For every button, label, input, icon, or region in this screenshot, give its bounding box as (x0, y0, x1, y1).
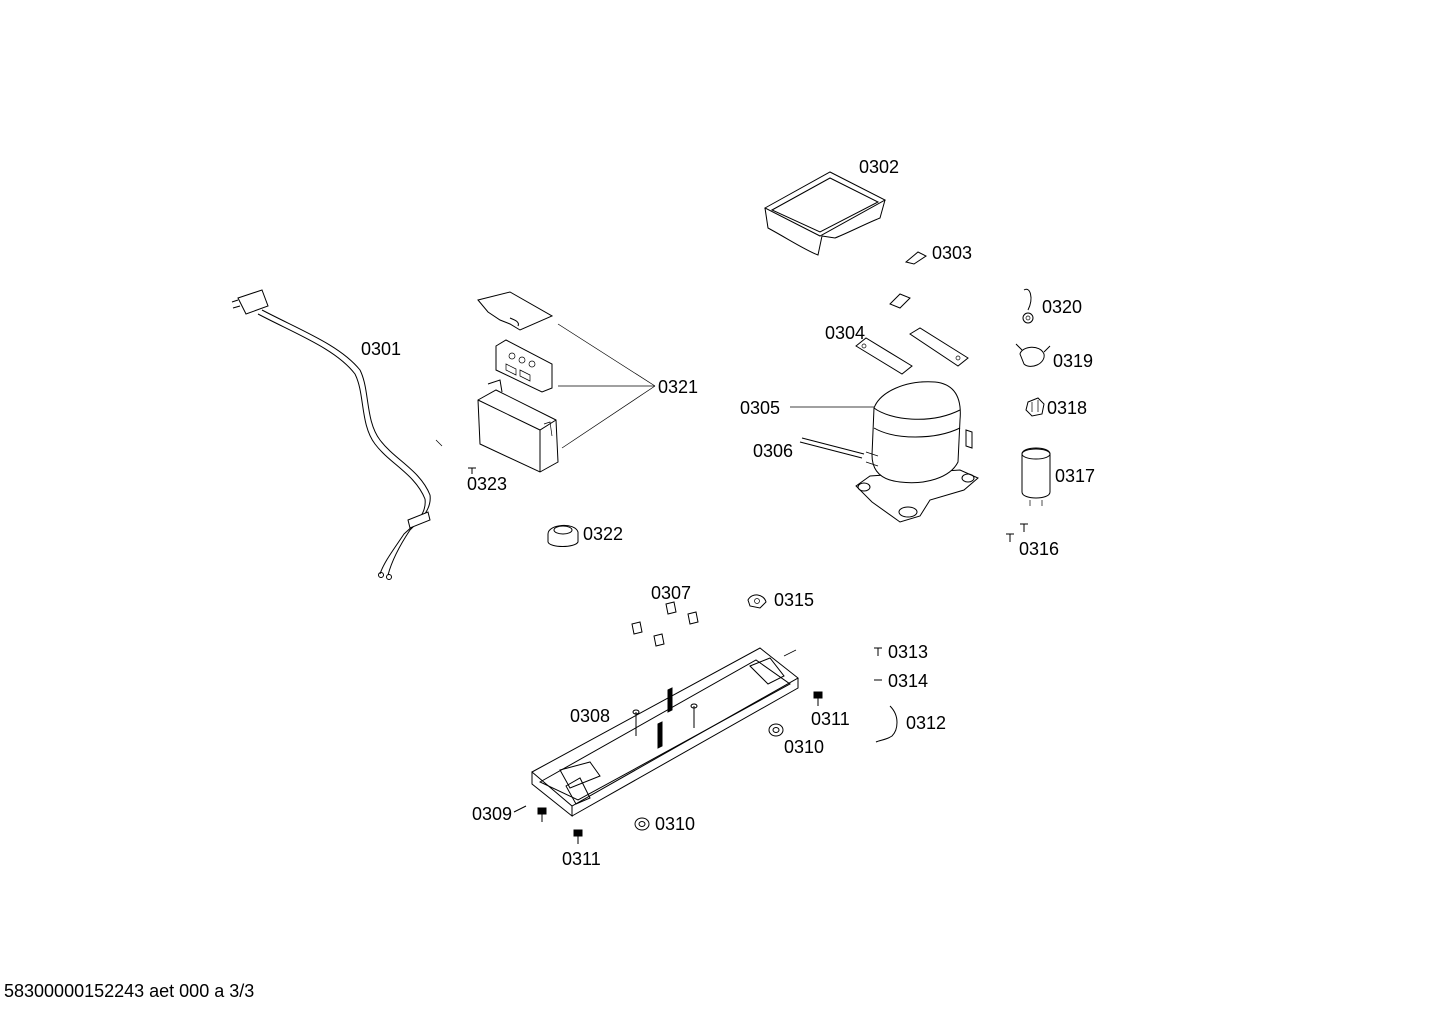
bolt-part (537, 691, 823, 844)
clamp-part (1015, 343, 1051, 367)
label-0311-upper: 0311 (811, 709, 850, 729)
small-screw-part (468, 467, 476, 474)
label-0320: 0320 (1042, 297, 1083, 317)
document-footer-id: 58300000152243 aet 000 a 3/3 (4, 981, 255, 1001)
pipe-clip-part (747, 594, 767, 609)
label-0323: 0323 (467, 474, 508, 494)
label-0303: 0303 (932, 243, 973, 263)
base-frame-part (531, 647, 799, 818)
label-0311-lower: 0311 (562, 849, 601, 869)
mounting-bracket-part (855, 327, 969, 375)
label-0310-lower: 0310 (655, 814, 696, 834)
label-0319: 0319 (1053, 351, 1094, 371)
label-0312: 0312 (906, 713, 947, 733)
label-0308: 0308 (570, 706, 611, 726)
label-0307: 0307 (651, 583, 692, 603)
label-0310-upper: 0310 (784, 737, 825, 757)
label-0305: 0305 (740, 398, 781, 418)
screw-0313-part (874, 647, 882, 656)
label-0321: 0321 (658, 377, 699, 397)
sensor-part (1022, 288, 1034, 324)
label-0318: 0318 (1047, 398, 1088, 418)
electronics-box-part (477, 291, 559, 473)
grommet-part (547, 525, 579, 547)
power-cord-part (231, 289, 443, 580)
label-0314: 0314 (888, 671, 929, 691)
label-0316: 0316 (1019, 539, 1060, 559)
drip-tray-part (763, 171, 887, 256)
label-0302: 0302 (859, 157, 900, 177)
clip-part (904, 251, 927, 265)
capacitor-part (1021, 447, 1051, 506)
label-0309: 0309 (472, 804, 513, 824)
label-0322: 0322 (583, 524, 624, 544)
label-0301: 0301 (361, 339, 402, 359)
label-0313: 0313 (888, 642, 929, 662)
tube-part (799, 437, 865, 459)
label-0315: 0315 (774, 590, 815, 610)
wire-part (875, 705, 898, 743)
foot-part (634, 723, 784, 831)
label-0317: 0317 (1055, 466, 1096, 486)
pin-part (513, 805, 527, 813)
relay-part (1025, 397, 1045, 417)
label-0306: 0306 (753, 441, 794, 461)
compressor-part (855, 381, 979, 523)
screw-part (1006, 523, 1028, 542)
nut-part (631, 601, 699, 647)
label-0304: 0304 (825, 323, 866, 343)
